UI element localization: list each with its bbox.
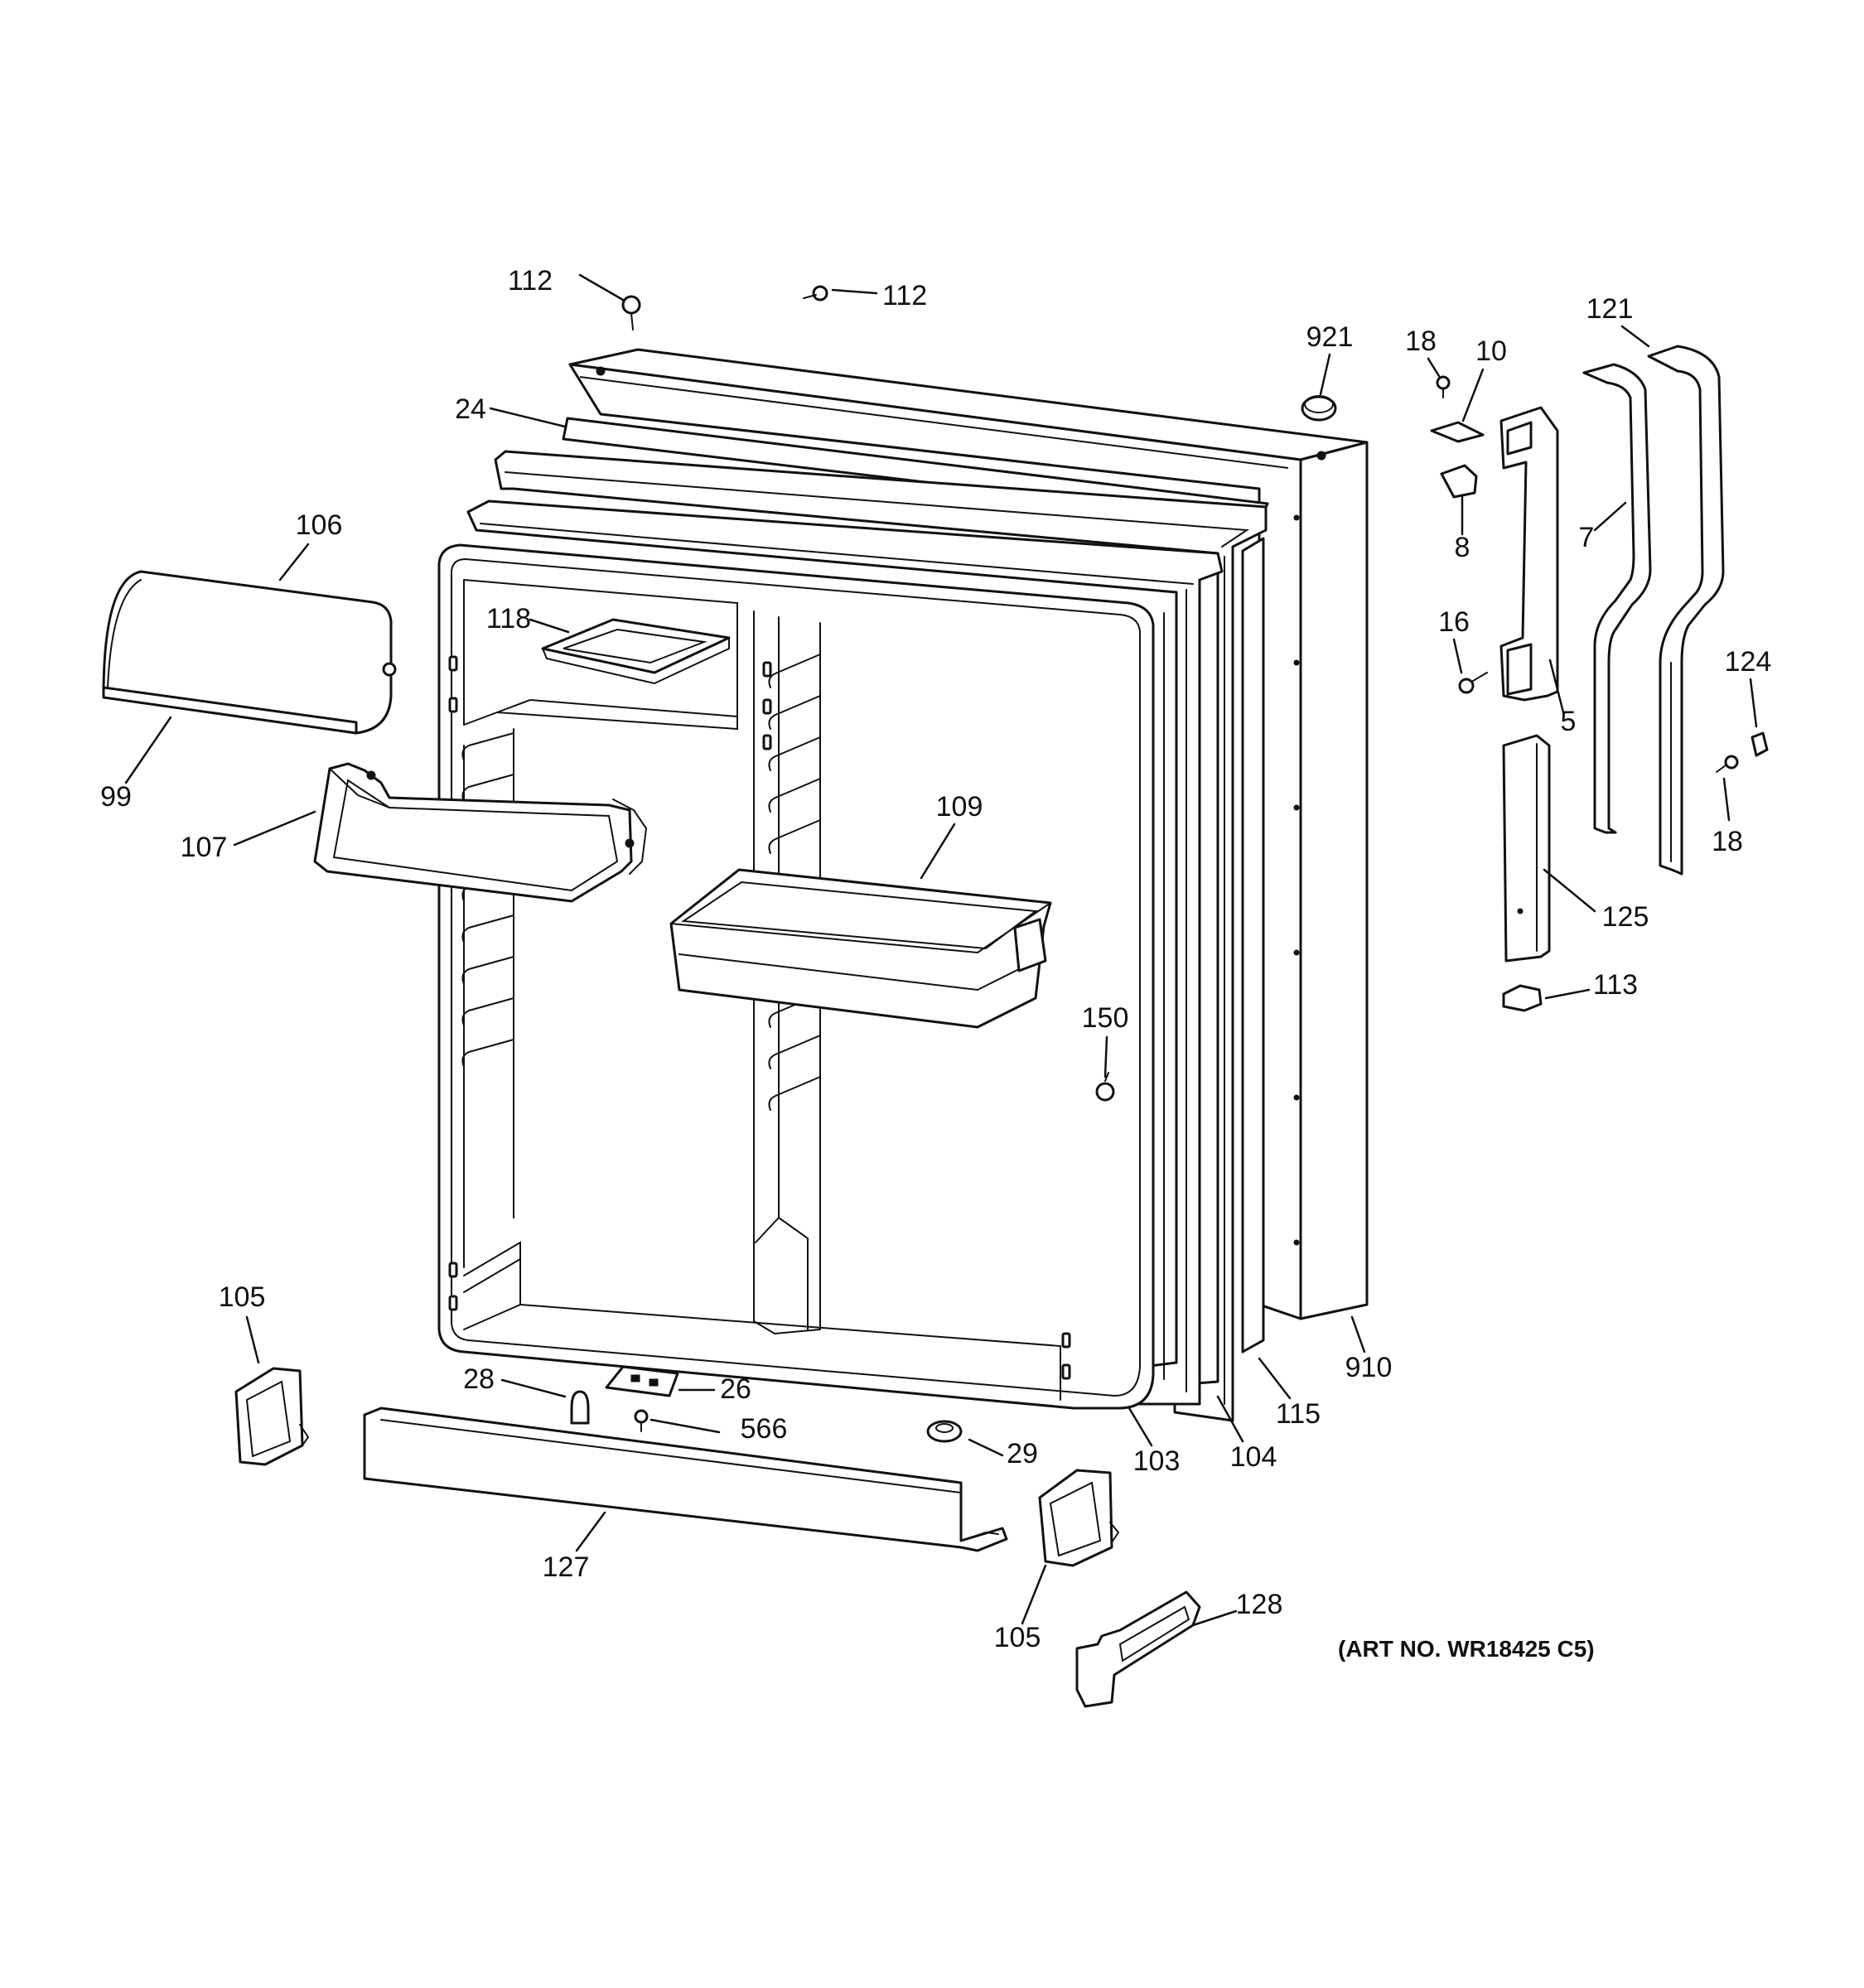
leader-line-124 — [1749, 678, 1758, 728]
leader-line-18a — [1427, 357, 1441, 378]
callout-128: 128 — [1236, 1589, 1283, 1620]
part-28-pin — [570, 1390, 590, 1425]
part-104-gasket — [494, 450, 1268, 1422]
leader-line-105b — [1021, 1564, 1047, 1625]
callout-105a: 105 — [219, 1281, 266, 1313]
part-112-screw-b — [803, 285, 828, 302]
leader-line-118 — [529, 618, 570, 634]
leader-line-910 — [1350, 1315, 1366, 1353]
callout-8: 8 — [1455, 532, 1470, 563]
callout-107: 107 — [181, 832, 228, 863]
leader-line-113 — [1544, 988, 1591, 1000]
callout-18a: 18 — [1405, 326, 1437, 357]
part-109-door-bin — [669, 868, 1052, 1029]
part-16-screw — [1458, 672, 1488, 694]
part-7-handle — [1582, 363, 1652, 834]
part-121-handle — [1647, 345, 1725, 876]
callout-26: 26 — [720, 1373, 751, 1405]
leader-line-107 — [233, 810, 316, 847]
leader-line-127 — [575, 1511, 606, 1552]
leader-line-105a — [245, 1315, 260, 1364]
leader-line-128 — [1191, 1609, 1238, 1627]
leader-line-125 — [1543, 868, 1596, 913]
callout-113: 113 — [1593, 969, 1638, 1001]
callout-28: 28 — [463, 1363, 495, 1395]
callout-labels: 112 112 921 18 10 121 24 106 8 7 118 16 124 5 99 109 107… — [100, 265, 1771, 1653]
callout-99: 99 — [100, 781, 132, 813]
callout-29: 29 — [1007, 1438, 1038, 1469]
leader-line-121 — [1620, 325, 1650, 348]
callout-910: 910 — [1345, 1352, 1393, 1383]
leader-line-103 — [1128, 1407, 1153, 1447]
leader-line-112b — [831, 288, 878, 295]
leader-line-29 — [968, 1438, 1004, 1457]
callout-10: 10 — [1475, 335, 1507, 367]
callout-24: 24 — [455, 393, 486, 425]
part-566-screw — [634, 1409, 649, 1432]
leader-line-99 — [124, 716, 172, 784]
callout-103: 103 — [1133, 1445, 1181, 1477]
part-113-cap — [1502, 984, 1543, 1012]
part-127-trim — [363, 1407, 1008, 1552]
leader-line-16 — [1452, 638, 1463, 674]
callout-115: 115 — [1276, 1398, 1321, 1430]
leader-line-28 — [500, 1378, 567, 1398]
part-106-dairy-cover — [102, 570, 397, 735]
callout-109: 109 — [936, 791, 983, 823]
part-118-tray — [541, 618, 731, 685]
part-150-screw — [1095, 1072, 1115, 1102]
part-112-screw-a — [621, 295, 641, 331]
callout-566: 566 — [741, 1413, 788, 1445]
leader-line-104 — [1216, 1395, 1244, 1443]
part-8-cap — [1440, 464, 1478, 499]
callout-150: 150 — [1082, 1002, 1129, 1034]
leader-line-18b — [1722, 777, 1731, 822]
leader-line-566 — [650, 1418, 721, 1434]
part-29-grommet — [926, 1420, 963, 1443]
part-18-screw-b — [1716, 755, 1739, 773]
callout-7: 7 — [1579, 522, 1595, 553]
part-10-clip — [1430, 421, 1485, 443]
part-128-tray — [1075, 1590, 1201, 1708]
part-103-door-liner — [466, 499, 1224, 1406]
leader-line-112a — [578, 273, 625, 302]
leader-line-106 — [278, 543, 310, 581]
callout-118: 118 — [486, 603, 531, 635]
callout-127: 127 — [543, 1551, 590, 1583]
part-5-handle — [1499, 406, 1559, 702]
callout-921: 921 — [1306, 321, 1354, 353]
callout-18b: 18 — [1712, 826, 1743, 857]
part-115-gasket-strip — [1241, 537, 1265, 1353]
callout-104: 104 — [1230, 1441, 1277, 1473]
leader-line-109 — [920, 823, 956, 880]
leader-line-7 — [1593, 501, 1627, 532]
leader-line-921 — [1319, 353, 1331, 396]
part-125-channel — [1502, 734, 1551, 963]
part-105-hinge-cover-right — [1038, 1469, 1120, 1567]
leader-line-10 — [1461, 368, 1485, 422]
callout-112b: 112 — [882, 280, 927, 311]
callout-125: 125 — [1602, 901, 1649, 933]
part-18-screw-a — [1436, 375, 1451, 398]
part-105-hinge-cover-left — [234, 1367, 310, 1466]
callout-124: 124 — [1725, 646, 1772, 678]
callout-16: 16 — [1438, 606, 1470, 638]
part-26-plate — [605, 1365, 679, 1397]
callout-112a: 112 — [508, 265, 553, 297]
callout-5: 5 — [1561, 706, 1577, 737]
callout-105b: 105 — [994, 1622, 1041, 1653]
leader-line-24 — [489, 407, 567, 428]
callout-121: 121 — [1586, 293, 1634, 325]
callout-106: 106 — [296, 509, 343, 541]
part-107-shelf — [313, 762, 648, 903]
leader-line-115 — [1258, 1357, 1292, 1400]
leader-line-5 — [1548, 659, 1565, 714]
art-number-note: (ART NO. WR18425 C5) — [1338, 1636, 1595, 1662]
part-921-plug — [1301, 395, 1337, 422]
part-124-cap — [1751, 731, 1769, 757]
leader-line-150 — [1103, 1035, 1108, 1078]
